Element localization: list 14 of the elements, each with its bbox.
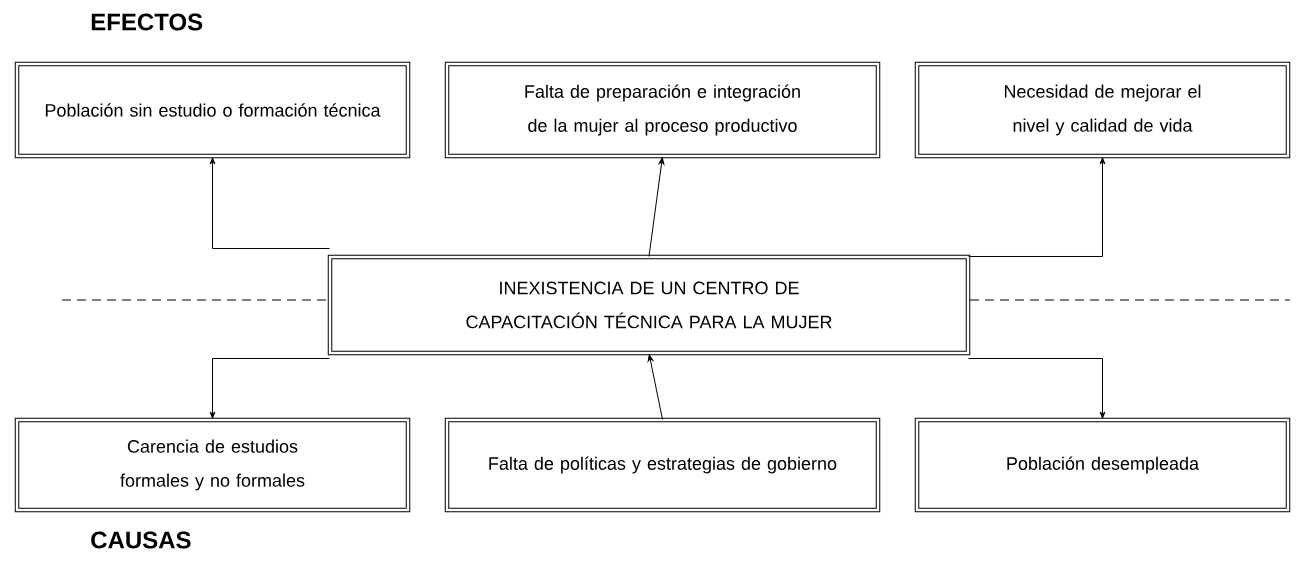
arrow	[209, 157, 330, 249]
arrow	[968, 157, 1106, 257]
double-bordered-box: INEXISTENCIA DE UN CENTRO DE CAPACITACIÓN TÉCNICA PARA LA MUJER	[327, 254, 971, 356]
double-bordered-box: Población desempleada	[914, 417, 1291, 513]
double-bordered-box: Falta de políticas y estrategias de gobierno	[444, 417, 881, 513]
arrow	[648, 157, 665, 257]
arrow	[968, 358, 1106, 419]
heading: EFECTOS	[91, 13, 203, 31]
arrow	[647, 354, 663, 420]
double-bordered-box: Necesidad de mejorar el nivel y calidad de vida	[914, 61, 1291, 159]
double-bordered-box: Carencia de estudios formales y no formales	[14, 417, 411, 513]
double-bordered-box: Falta de preparación e integración de la mujer al proceso productivo	[444, 61, 881, 159]
double-bordered-box: Población sin estudio o formación técnica	[14, 61, 411, 159]
arrow	[209, 358, 330, 419]
